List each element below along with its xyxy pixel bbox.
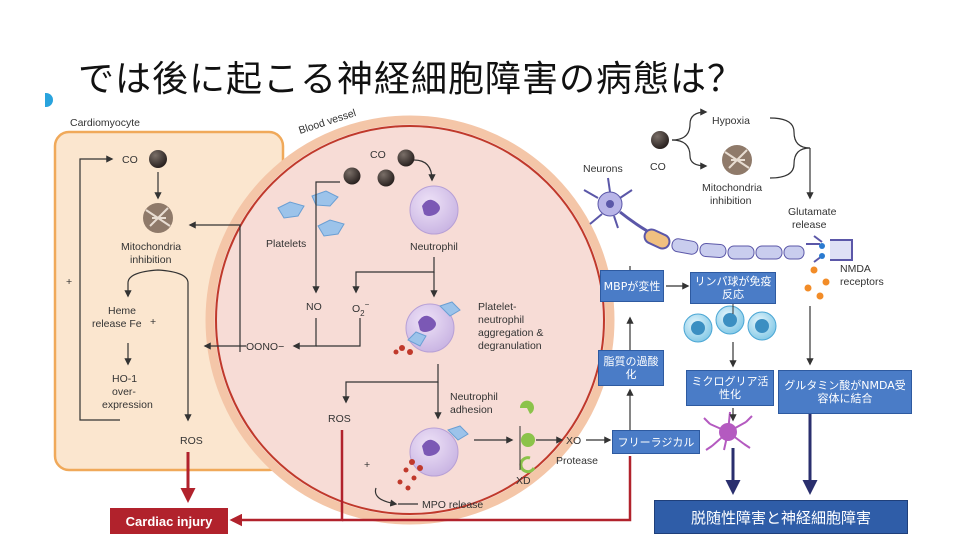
heme-plus: + <box>150 316 156 328</box>
plus-left-label: + <box>66 276 72 288</box>
glutamate-dots-icon <box>804 266 830 300</box>
xd-enzyme-icon <box>521 433 535 447</box>
lymphocyte-box: リンパ球が免疫反応 <box>690 272 776 304</box>
plus-vessel-label: + <box>364 459 370 471</box>
co-molecule-icon <box>397 149 415 167</box>
free-radical-box: フリーラジカル <box>612 430 700 454</box>
protease-label: Protease <box>556 455 598 467</box>
mitochondria-right-icon <box>722 145 752 175</box>
co-molecule-icon <box>377 169 395 187</box>
nmda-label-2: receptors <box>840 276 884 288</box>
co-molecule-icon <box>343 167 361 185</box>
adhesion-cell-icon <box>397 425 469 491</box>
platelets-label: Platelets <box>266 238 306 250</box>
co-molecule-icon <box>651 131 669 149</box>
agg-label-3: aggregation & <box>478 327 543 339</box>
no-label: NO <box>306 301 322 313</box>
ros-vessel-label: ROS <box>328 413 351 425</box>
heme-label-2: release Fe <box>92 318 142 330</box>
nmda-label-1: NMDA <box>840 263 871 275</box>
lipid-peroxidation-box: 脂質の過酸化 <box>598 350 664 386</box>
cardiac-injury-box: Cardiac injury <box>110 508 228 534</box>
heme-label-1: Heme <box>108 305 136 317</box>
mitochondria-icon <box>143 203 173 233</box>
agg-label-1: Platelet- <box>478 301 517 313</box>
co-left-label: CO <box>122 154 138 166</box>
neurons-label: Neurons <box>583 163 623 175</box>
mito-right-label-1: Mitochondria <box>702 182 762 194</box>
oono-label: OONO− <box>246 341 284 353</box>
mpo-release-label: MPO release <box>422 499 483 511</box>
glutamate-label-1: Glutamate <box>788 206 837 218</box>
neutrophil-icon <box>409 185 459 235</box>
aggregation-icon <box>393 301 461 355</box>
xo-label: XO <box>566 435 581 447</box>
adhesion-label-2: adhesion <box>450 404 493 416</box>
protease-icon <box>519 456 536 474</box>
platelets-icon <box>277 190 345 237</box>
hypoxia-label: Hypoxia <box>712 115 750 127</box>
pacman-icon <box>519 400 534 414</box>
mito-left-label-1: Mitochondria <box>121 241 181 253</box>
co-molecule-icon <box>149 150 167 168</box>
adhesion-label-1: Neutrophil <box>450 391 498 403</box>
ho1-label-1: HO-1 <box>112 373 137 385</box>
agg-label-2: neutrophil <box>478 314 524 326</box>
co-right-label: CO <box>650 161 666 173</box>
mito-left-label-2: inhibition <box>130 254 172 266</box>
mito-right-label-2: inhibition <box>710 195 752 207</box>
xd-label: XD <box>516 475 531 487</box>
agg-label-4: degranulation <box>478 340 542 352</box>
ho1-label-2: over- <box>112 386 136 398</box>
microglia-box: ミクログリア活性化 <box>686 370 774 406</box>
microglia-icon <box>703 411 753 451</box>
result-box: 脱随性障害と神経細胞障害 <box>654 500 908 534</box>
ho1-label-3: expression <box>102 399 153 411</box>
bullet-marker <box>45 93 53 107</box>
mbp-box: MBPが変性 <box>600 270 664 302</box>
neutrophil-label: Neutrophil <box>410 241 458 253</box>
glutamate-nmda-box: グルタミン酸がNMDA受容体に結合 <box>778 370 912 414</box>
glutamate-label-2: release <box>792 219 827 231</box>
ros-left-label: ROS <box>180 435 203 447</box>
slide-title: では後に起こる神経細胞障害の病態は？ <box>78 59 745 100</box>
co-vessel-label: CO <box>370 149 386 161</box>
cardiomyocyte-label: Cardiomyocyte <box>70 117 140 129</box>
neuron-icon <box>583 177 853 263</box>
lymphocytes-icon <box>683 305 777 343</box>
o2-label: O2− <box>352 300 370 318</box>
